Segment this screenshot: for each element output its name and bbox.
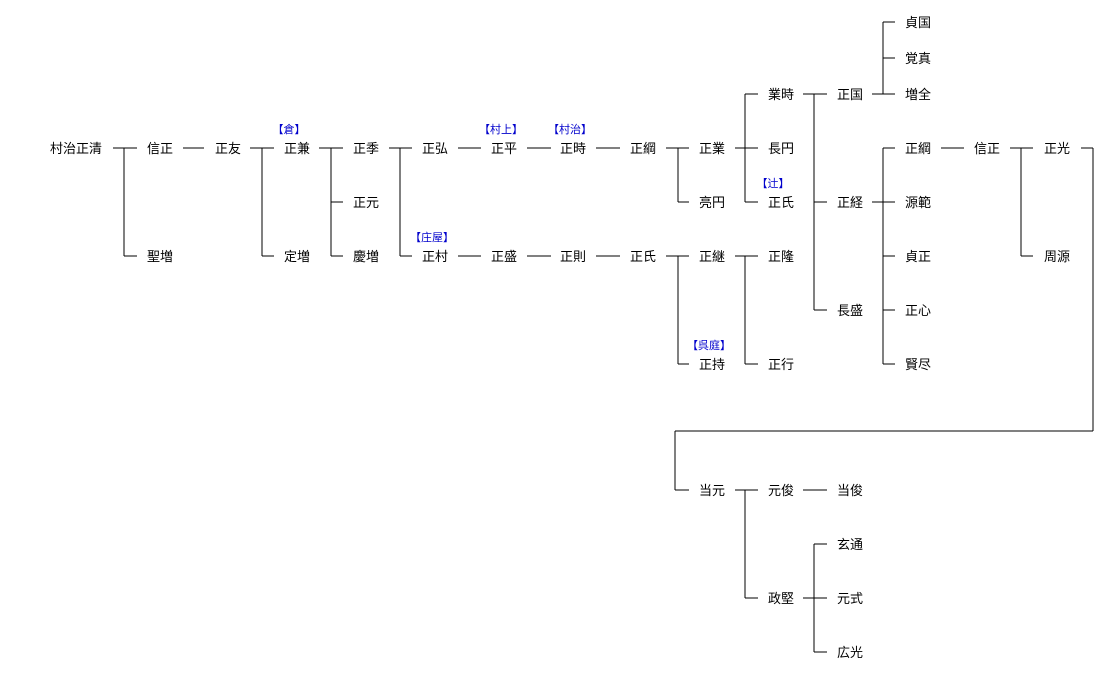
person-kakushin: 覚真 [905, 52, 931, 67]
person-names: 村治正清 信正 聖増 正友 正兼 定増 正季 正元 慶増 正弘 正村 正平 正盛… [50, 16, 1070, 661]
person-teisei: 貞正 [905, 250, 931, 265]
person-naritoki: 業時 [768, 87, 794, 103]
tag-muraji: 【村治】 [548, 122, 592, 136]
tag-tsuji: 【辻】 [757, 176, 790, 190]
person-genshun: 元俊 [768, 484, 794, 499]
person-jozo: 定増 [284, 250, 310, 265]
tag-kuretei: 【呉庭】 [687, 338, 731, 352]
tag-kura: 【倉】 [273, 122, 306, 136]
person-masataka: 正隆 [768, 250, 794, 265]
person-chouen: 長円 [768, 142, 794, 157]
tag-shoya: 【庄屋】 [410, 230, 454, 244]
person-masatoki: 正時 [560, 142, 586, 157]
person-masanori: 正則 [560, 250, 586, 265]
person-toushun: 当俊 [837, 484, 863, 499]
person-masakuni: 正国 [837, 88, 863, 103]
person-masamoto: 正元 [353, 196, 379, 211]
person-nobumasa-2: 信正 [974, 142, 1000, 157]
person-teikoku: 貞国 [905, 16, 931, 31]
person-nobumasa-1: 信正 [147, 142, 173, 157]
person-nagamori: 長盛 [837, 304, 863, 319]
person-masatsuna-2: 正綱 [905, 142, 931, 157]
person-murajimasakiyo: 村治正清 [50, 142, 102, 157]
person-gentsu: 玄通 [837, 538, 863, 553]
person-masauji-2: 正氏 [768, 196, 794, 211]
person-tougen: 当元 [699, 484, 725, 499]
person-masatomo: 正友 [215, 141, 241, 157]
person-shozo: 聖増 [147, 250, 173, 265]
person-masatsune: 正経 [837, 196, 863, 211]
person-genshiki: 元式 [837, 592, 863, 607]
person-kouko: 広光 [837, 646, 863, 661]
person-masamitsu: 正光 [1044, 142, 1070, 157]
person-masahira: 正平 [491, 142, 517, 157]
person-masauji-1: 正氏 [630, 250, 656, 265]
person-masamori: 正盛 [491, 250, 517, 265]
person-masamura: 正村 [422, 250, 448, 265]
person-masanari: 正業 [699, 141, 725, 157]
person-zozen: 増全 [905, 87, 931, 103]
person-genpan: 源範 [905, 196, 931, 211]
person-masahiro: 正弘 [422, 142, 448, 157]
person-masayuki: 正行 [768, 358, 794, 373]
tag-murakami: 【村上】 [479, 122, 523, 136]
person-kenjin: 賢尽 [905, 358, 931, 373]
person-ryoen: 亮円 [699, 195, 725, 211]
person-masasue: 正季 [353, 142, 379, 157]
lineage-tags: 【倉】 【村上】 【村治】 【庄屋】 【辻】 【呉庭】 [273, 122, 790, 352]
person-shugen: 周源 [1044, 250, 1070, 265]
person-masamochi: 正持 [699, 358, 725, 373]
person-seishin: 正心 [905, 304, 931, 319]
person-masatsuna-1: 正綱 [630, 142, 656, 157]
connector-lines [113, 21, 1094, 653]
person-keizo: 慶増 [353, 250, 379, 265]
person-masatsugu: 正継 [699, 250, 725, 265]
person-seiken: 政堅 [768, 592, 794, 607]
person-masakane: 正兼 [284, 142, 310, 157]
